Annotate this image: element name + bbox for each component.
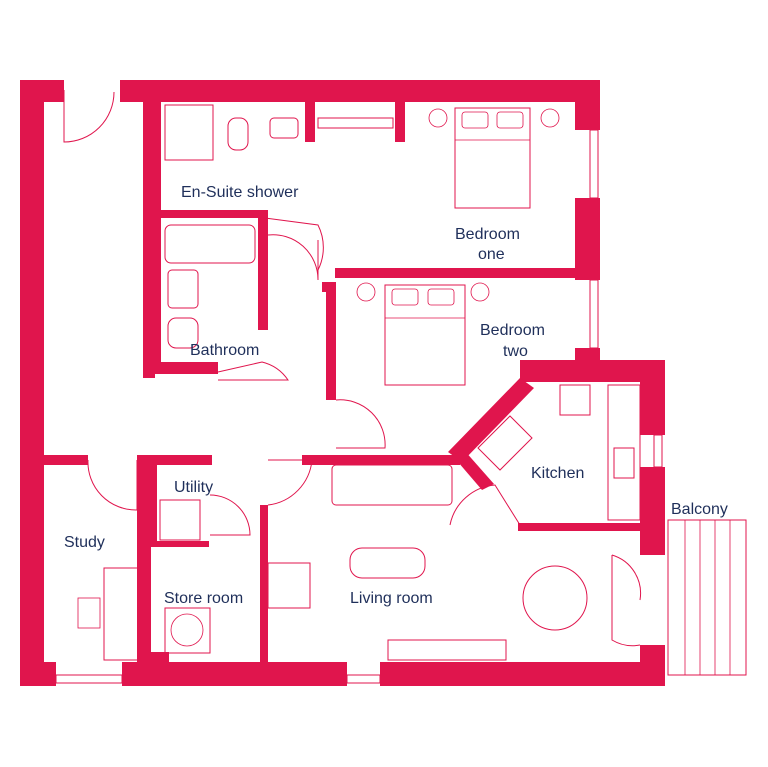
kitchen-hob (559, 384, 591, 416)
bedroom-two-door (335, 399, 386, 449)
utility-wall-mid (151, 465, 157, 545)
bed-one (454, 107, 531, 209)
windows (55, 129, 663, 684)
window-bedroom-two (589, 279, 599, 349)
tv-unit (387, 639, 507, 661)
bathroom-wall-right (258, 210, 268, 330)
ensuite-toilet (227, 117, 249, 151)
kitchen-wall-right-low (640, 467, 665, 555)
dining-table (522, 565, 588, 631)
bedside-lamp-icon (428, 108, 448, 128)
study-chair (77, 597, 101, 629)
label-living-room: Living room (350, 590, 433, 607)
bedside-lamp-icon (470, 282, 490, 302)
label-store-room: Store room (164, 590, 243, 607)
label-bedroom-two-line2: two (503, 343, 528, 360)
coffee-table (349, 547, 426, 579)
wardrobe (317, 117, 394, 129)
label-balcony: Balcony (671, 501, 728, 518)
bedside-lamp-icon (356, 282, 376, 302)
sofa (331, 464, 453, 506)
bathroom-sink (167, 269, 199, 309)
balcony-door (611, 554, 642, 647)
bathroom-toilet (167, 317, 199, 349)
label-bedroom-two-line1: Bedroom (480, 322, 545, 339)
window-bedroom-one (589, 129, 599, 199)
ensuite-door (264, 217, 324, 271)
living-door (267, 459, 313, 506)
kitchen-wall-right (640, 360, 665, 435)
doors (63, 90, 642, 647)
boiler (164, 607, 211, 654)
outer-wall-top-left (20, 80, 64, 102)
label-bedroom-one-line1: Bedroom (455, 226, 520, 243)
bedside-lamp-icon (540, 108, 560, 128)
kitchen-door (449, 484, 521, 526)
outer-wall-bottom-left (20, 662, 56, 686)
bedroom-one-door (267, 234, 319, 281)
study-wall-right (137, 455, 151, 685)
room-labels: En-Suite shower Bedroom one Bedroom two … (64, 184, 728, 607)
kitchen-diagonal-counter (477, 415, 533, 471)
window-living (346, 674, 381, 684)
wardrobe-wall (395, 102, 405, 142)
bathroom-wall-bottom (143, 362, 218, 374)
label-kitchen: Kitchen (531, 465, 584, 482)
outer-wall-left (20, 80, 44, 686)
ensuite-sink (269, 117, 299, 139)
label-ensuite: En-Suite shower (181, 184, 299, 201)
entrance-door (63, 90, 115, 143)
ensuite-wall-top-stub (305, 102, 315, 142)
ensuite-bathroom-divider (155, 210, 265, 218)
kitchen-wall-bottom (518, 523, 665, 531)
utility-wall-top (137, 455, 212, 465)
balcony-deck (667, 519, 747, 676)
label-bedroom-one-line2: one (478, 246, 505, 263)
utility-door (209, 494, 251, 536)
bathroom-wall-left (143, 102, 155, 378)
store-wall-right (260, 505, 268, 663)
living-wall-top (302, 455, 460, 465)
bedroom-two-wall-left (326, 282, 336, 400)
outer-wall-right-mid (575, 198, 600, 280)
study-door (87, 459, 138, 511)
window-kitchen (653, 434, 663, 468)
walls (20, 80, 665, 686)
study-wall-top (44, 455, 88, 465)
label-bathroom: Bathroom (190, 342, 259, 359)
window-study (55, 674, 123, 684)
bathroom-door (217, 361, 289, 381)
kitchen-sink (613, 447, 635, 479)
ensuite-shower-tray (164, 104, 214, 161)
outer-wall-bottom-mid (122, 662, 347, 686)
armchair (267, 562, 311, 609)
bathroom-wall-left-inner (155, 102, 161, 362)
furniture (77, 104, 747, 676)
bed-two (384, 284, 466, 386)
study-desk (103, 567, 141, 661)
outer-wall-right-top (575, 80, 600, 130)
outer-wall-bottom-right (380, 662, 665, 686)
kitchen-wall-top (520, 360, 665, 382)
utility-appliance (159, 499, 201, 541)
label-utility: Utility (174, 479, 213, 496)
kitchen-diagonal-wall (448, 378, 534, 462)
kitchen-counter (607, 384, 641, 521)
bedroom-divider (335, 268, 583, 278)
outer-wall-top (120, 80, 600, 102)
bathtub (164, 224, 256, 264)
label-study: Study (64, 534, 105, 551)
kitchen-diagonal-lower (452, 450, 494, 490)
utility-wall-bottom (151, 541, 209, 547)
store-wall-bottom (151, 652, 169, 662)
